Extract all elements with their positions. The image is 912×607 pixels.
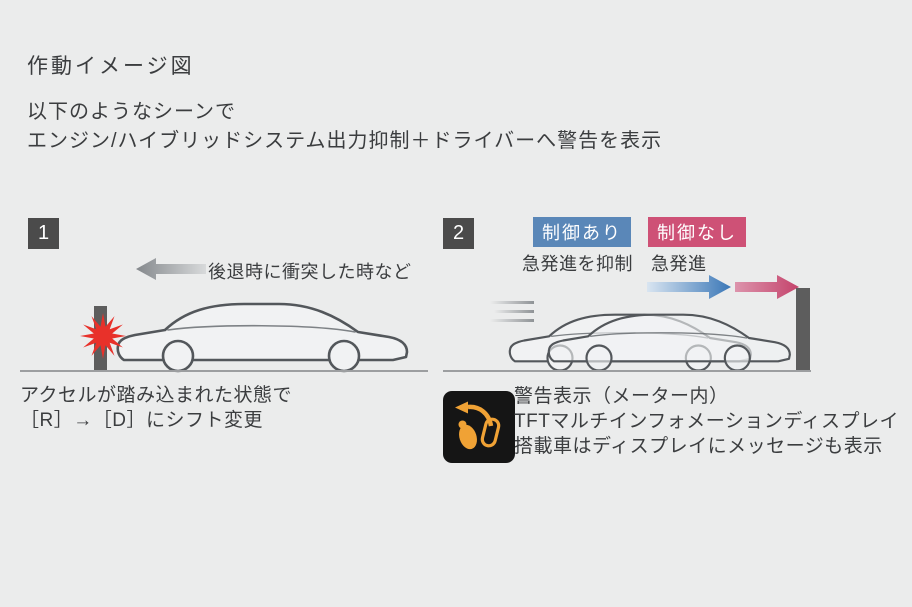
car-illustration-panel2-uncontrolled: [544, 308, 794, 373]
warning-caption-line1: 警告表示（メーター内）: [514, 386, 729, 407]
step-1-badge: 1: [28, 218, 59, 249]
control-off-arrow-icon: [735, 275, 799, 299]
page-title: 作動イメージ図: [27, 55, 195, 78]
control-on-arrow-icon: [647, 275, 731, 299]
collision-scene-caption: 後退時に衝突した時など: [208, 262, 412, 282]
control-off-caption: 急発進: [651, 254, 707, 274]
collision-burst-icon: [80, 313, 126, 359]
step-2-badge: 2: [443, 218, 474, 249]
ground-line-panel1: [20, 370, 428, 372]
reverse-direction-arrow-icon: [136, 258, 206, 280]
intro-line-2: エンジン/ハイブリッドシステム出力抑制＋ドライバーへ警告を表示: [27, 130, 663, 152]
panel1-caption-line1: アクセルが踏み込まれた状態で: [20, 385, 293, 406]
warning-caption-line2: TFTマルチインフォメーションディスプレイ: [514, 411, 900, 432]
control-on-caption: 急発進を抑制: [522, 254, 633, 274]
pedal-warning-icon: [455, 401, 501, 450]
car-illustration-panel1: [112, 296, 412, 374]
acceleration-arrows-icon: [647, 275, 799, 299]
panel1-caption-line2: ［R］→［D］にシフト変更: [20, 410, 263, 431]
ground-line-panel2: [443, 370, 811, 372]
warning-caption-line3: 搭載車はディスプレイにメッセージも表示: [514, 436, 883, 457]
intro-line-1: 以下のようなシーンで: [27, 101, 236, 123]
speed-lines-icon: [490, 301, 534, 322]
pedal-warning-indicator: [443, 391, 515, 463]
control-on-label: 制御あり: [533, 217, 631, 247]
control-off-label: 制御なし: [648, 217, 746, 247]
wall-pole-right: [796, 288, 810, 372]
